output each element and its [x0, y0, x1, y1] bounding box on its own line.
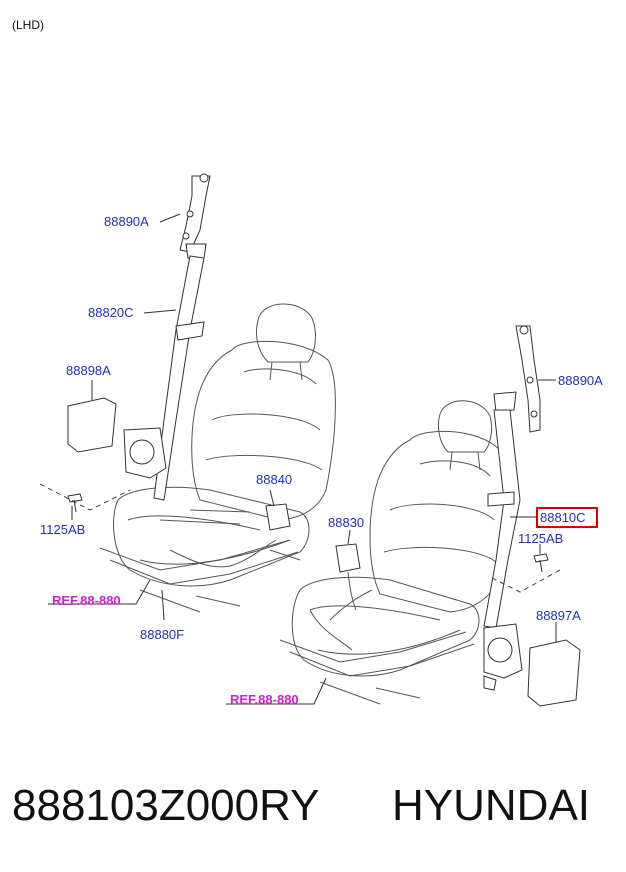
label-88897a: 88897A — [536, 608, 581, 623]
label-88880f: 88880F — [140, 627, 184, 642]
left-belt-assembly — [67, 173, 291, 531]
left-seat-illustration — [99, 303, 336, 613]
part-number: 888103Z000RY — [12, 781, 319, 830]
label-88830: 88830 — [328, 515, 364, 530]
label-88820c: 88820C — [88, 305, 134, 320]
variant-label: (LHD) — [12, 18, 44, 32]
label-88810c[interactable]: 88810C — [540, 510, 586, 525]
label-1125ab-left: 1125AB — [40, 522, 85, 537]
label-88890a-left: 88890A — [104, 214, 149, 229]
label-88840: 88840 — [256, 472, 292, 487]
ref-88-880-left[interactable]: REF.88-880 — [52, 593, 121, 608]
brand-name: HYUNDAI — [392, 781, 590, 830]
highlight-88810c — [536, 507, 598, 528]
ref-88-880-right[interactable]: REF.88-880 — [230, 692, 299, 707]
label-88898a: 88898A — [66, 363, 111, 378]
right-seat-illustration — [279, 400, 507, 705]
label-1125ab-right: 1125AB — [518, 531, 563, 546]
label-88890a-right: 88890A — [558, 373, 603, 388]
right-belt-assembly — [483, 325, 581, 707]
